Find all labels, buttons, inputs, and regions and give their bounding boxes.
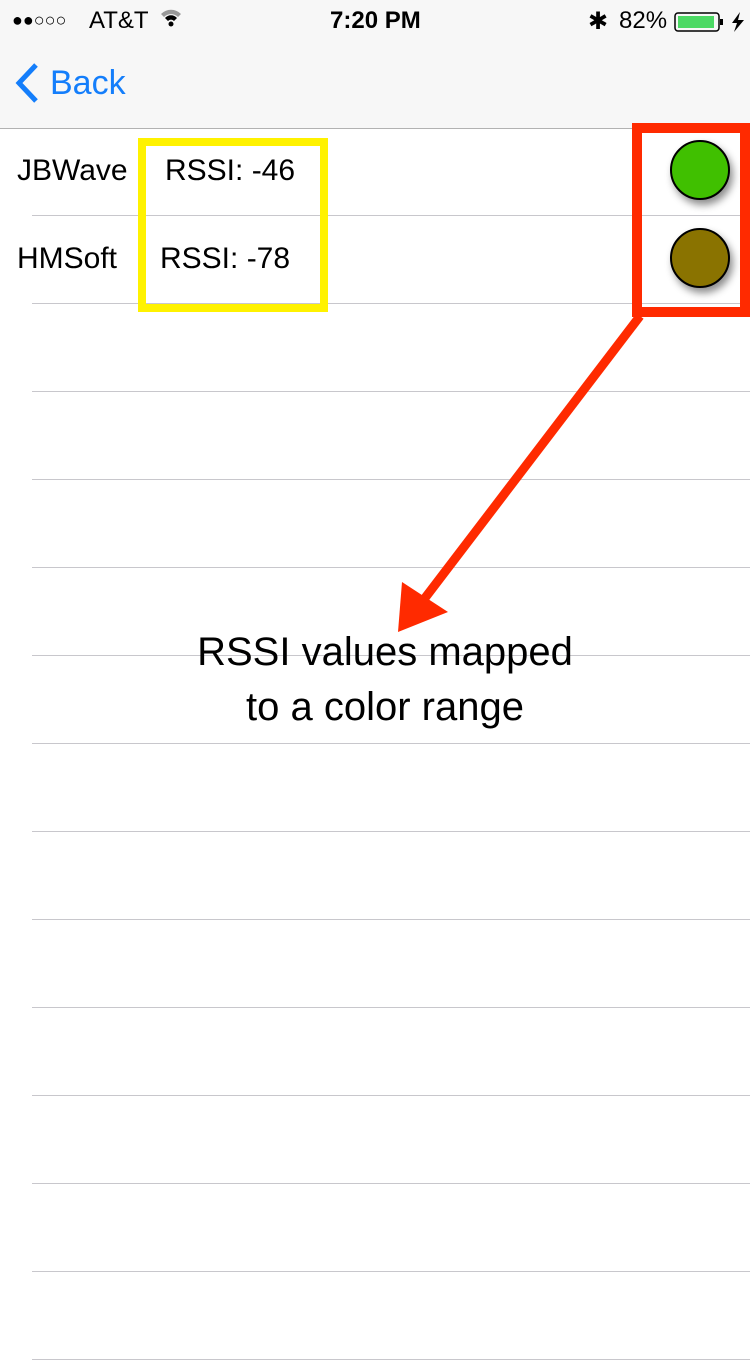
- color-highlight-box: [632, 123, 750, 317]
- empty-row: [0, 392, 750, 480]
- row-separator: [32, 919, 750, 920]
- signal-color-indicator: [670, 228, 730, 288]
- empty-row: [0, 1008, 750, 1096]
- empty-row: [0, 832, 750, 920]
- row-separator: [32, 1095, 750, 1096]
- battery-icon: [674, 11, 750, 39]
- clock: 7:20 PM: [330, 7, 421, 34]
- empty-row: [0, 744, 750, 832]
- row-separator: [32, 743, 750, 744]
- navigation-bar: Back: [0, 40, 750, 129]
- status-bar: ●●○○○ AT&T 7:20 PM ✱ 82%: [0, 0, 750, 40]
- device-row[interactable]: JBWave RSSI: -46: [0, 128, 750, 216]
- row-separator: [32, 215, 750, 216]
- annotation-line-2: to a color range: [246, 685, 524, 729]
- row-separator: [32, 479, 750, 480]
- empty-row: [0, 1096, 750, 1184]
- bluetooth-icon: ✱: [588, 8, 609, 35]
- empty-row: [0, 920, 750, 1008]
- row-separator: [32, 391, 750, 392]
- rssi-value: RSSI: -78: [160, 242, 291, 275]
- chevron-left-icon: [15, 63, 38, 103]
- row-separator: [32, 303, 750, 304]
- annotation-text: RSSI values mapped to a color range: [135, 625, 635, 735]
- device-name: HMSoft: [17, 242, 118, 275]
- row-separator: [32, 1271, 750, 1272]
- row-separator: [32, 567, 750, 568]
- carrier: AT&T: [89, 7, 149, 34]
- wifi-icon: [160, 6, 182, 34]
- row-separator: [32, 1183, 750, 1184]
- row-separator: [32, 655, 750, 656]
- row-separator: [32, 831, 750, 832]
- signal-color-indicator: [670, 140, 730, 200]
- empty-row: [0, 304, 750, 392]
- rssi-value: RSSI: -46: [165, 154, 296, 187]
- annotation-line-1: RSSI values mapped: [197, 630, 573, 674]
- row-separator: [32, 1007, 750, 1008]
- back-label: Back: [50, 63, 126, 102]
- empty-row: [0, 1184, 750, 1272]
- signal-strength: ●●○○○: [12, 10, 67, 30]
- device-name: JBWave: [17, 154, 128, 187]
- empty-row: [0, 568, 750, 656]
- device-row[interactable]: HMSoft RSSI: -78: [0, 216, 750, 304]
- back-button[interactable]: Back: [14, 62, 126, 104]
- empty-row: [0, 656, 750, 744]
- empty-row: [0, 480, 750, 568]
- rssi-highlight-box: [138, 138, 328, 312]
- battery-percent: 82%: [619, 7, 668, 34]
